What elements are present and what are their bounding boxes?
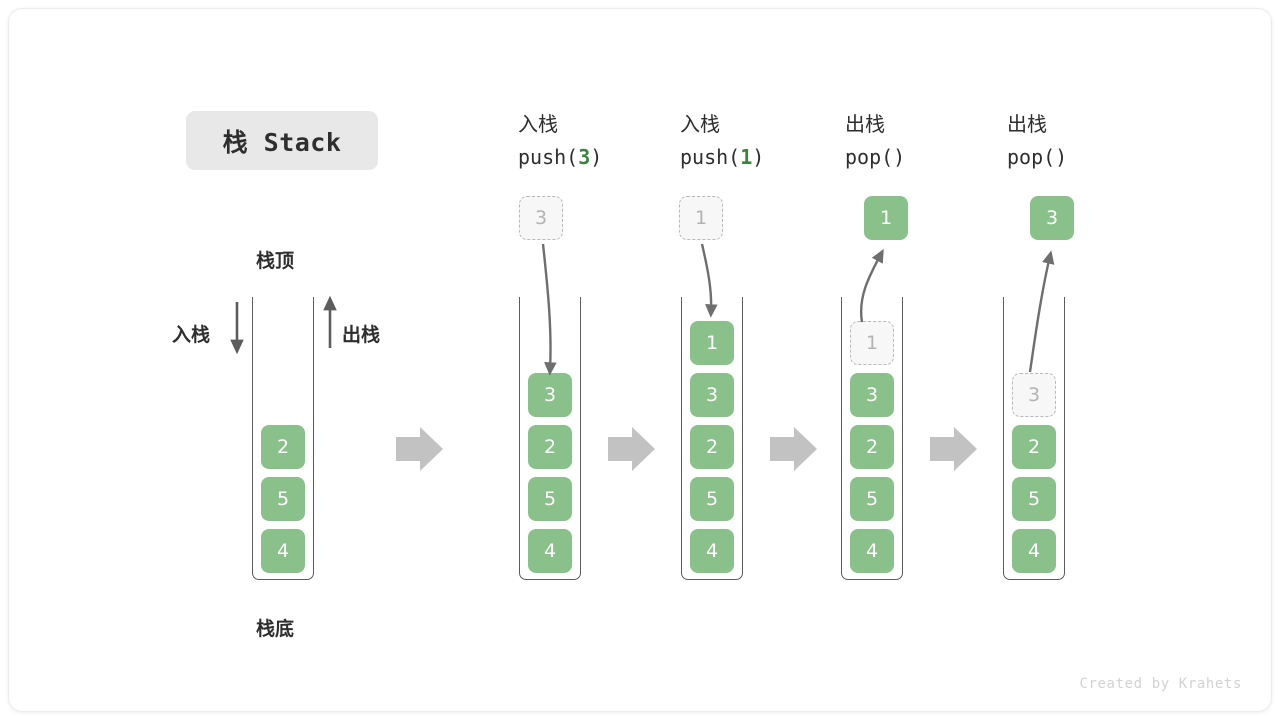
stack-element: 4 xyxy=(1012,529,1056,573)
step-caption-code-prefix: pop( xyxy=(1007,145,1056,169)
stack-element: 3 xyxy=(528,373,572,417)
step-caption-cn: 出栈 xyxy=(1007,112,1047,136)
stack-element: 3 xyxy=(850,373,894,417)
stack-element: 3 xyxy=(690,373,734,417)
stack-container-pop3: 3 2 5 4 xyxy=(1003,297,1065,580)
stack-element: 4 xyxy=(690,529,734,573)
stack-container-initial: 2 5 4 xyxy=(252,297,314,580)
step-caption-code-suffix: ) xyxy=(1055,145,1068,169)
stack-element: 4 xyxy=(850,529,894,573)
stack-container-push3: 3 2 5 4 xyxy=(519,297,581,580)
stack-top-label: 栈顶 xyxy=(256,250,295,272)
figure-title: 栈 Stack xyxy=(186,111,378,170)
step-caption-code-suffix: ) xyxy=(752,145,765,169)
step-caption-code-number: 1 xyxy=(740,145,753,169)
watermark: Created by Krahets xyxy=(1079,676,1242,692)
step-caption-cn: 出栈 xyxy=(845,112,885,136)
step-caption-cn: 入栈 xyxy=(518,112,558,136)
stack-element: 1 xyxy=(690,321,734,365)
stack-element: 5 xyxy=(1012,477,1056,521)
push-direction-label: 入栈 xyxy=(172,324,211,346)
stack-container-pop1: 1 3 2 5 4 xyxy=(841,297,903,580)
stack-element: 2 xyxy=(1012,425,1056,469)
stack-bottom-label: 栈底 xyxy=(256,618,295,640)
incoming-element-box: 3 xyxy=(519,196,563,240)
stack-element: 4 xyxy=(261,529,305,573)
popped-element-box: 1 xyxy=(864,196,908,240)
step-caption-code-suffix: ) xyxy=(893,145,906,169)
stack-element: 2 xyxy=(528,425,572,469)
stack-element: 2 xyxy=(261,425,305,469)
incoming-element-box: 1 xyxy=(679,196,723,240)
stack-element: 4 xyxy=(528,529,572,573)
step-caption-code-prefix: pop( xyxy=(845,145,894,169)
stack-element: 5 xyxy=(850,477,894,521)
step-caption-code-number: 3 xyxy=(578,145,591,169)
stack-element: 2 xyxy=(690,425,734,469)
pop-direction-label: 出栈 xyxy=(342,324,381,346)
popped-element-box: 3 xyxy=(1030,196,1074,240)
stack-element: 5 xyxy=(261,477,305,521)
stack-element: 5 xyxy=(528,477,572,521)
step-caption-code-suffix: ) xyxy=(590,145,603,169)
stack-element: 5 xyxy=(690,477,734,521)
stack-element-removed: 3 xyxy=(1012,373,1056,417)
step-caption-code-prefix: push( xyxy=(518,145,579,169)
stack-container-push1: 1 3 2 5 4 xyxy=(681,297,743,580)
step-caption-code-prefix: push( xyxy=(680,145,741,169)
stack-element-removed: 1 xyxy=(850,321,894,365)
step-caption-cn: 入栈 xyxy=(680,112,720,136)
stack-element: 2 xyxy=(850,425,894,469)
